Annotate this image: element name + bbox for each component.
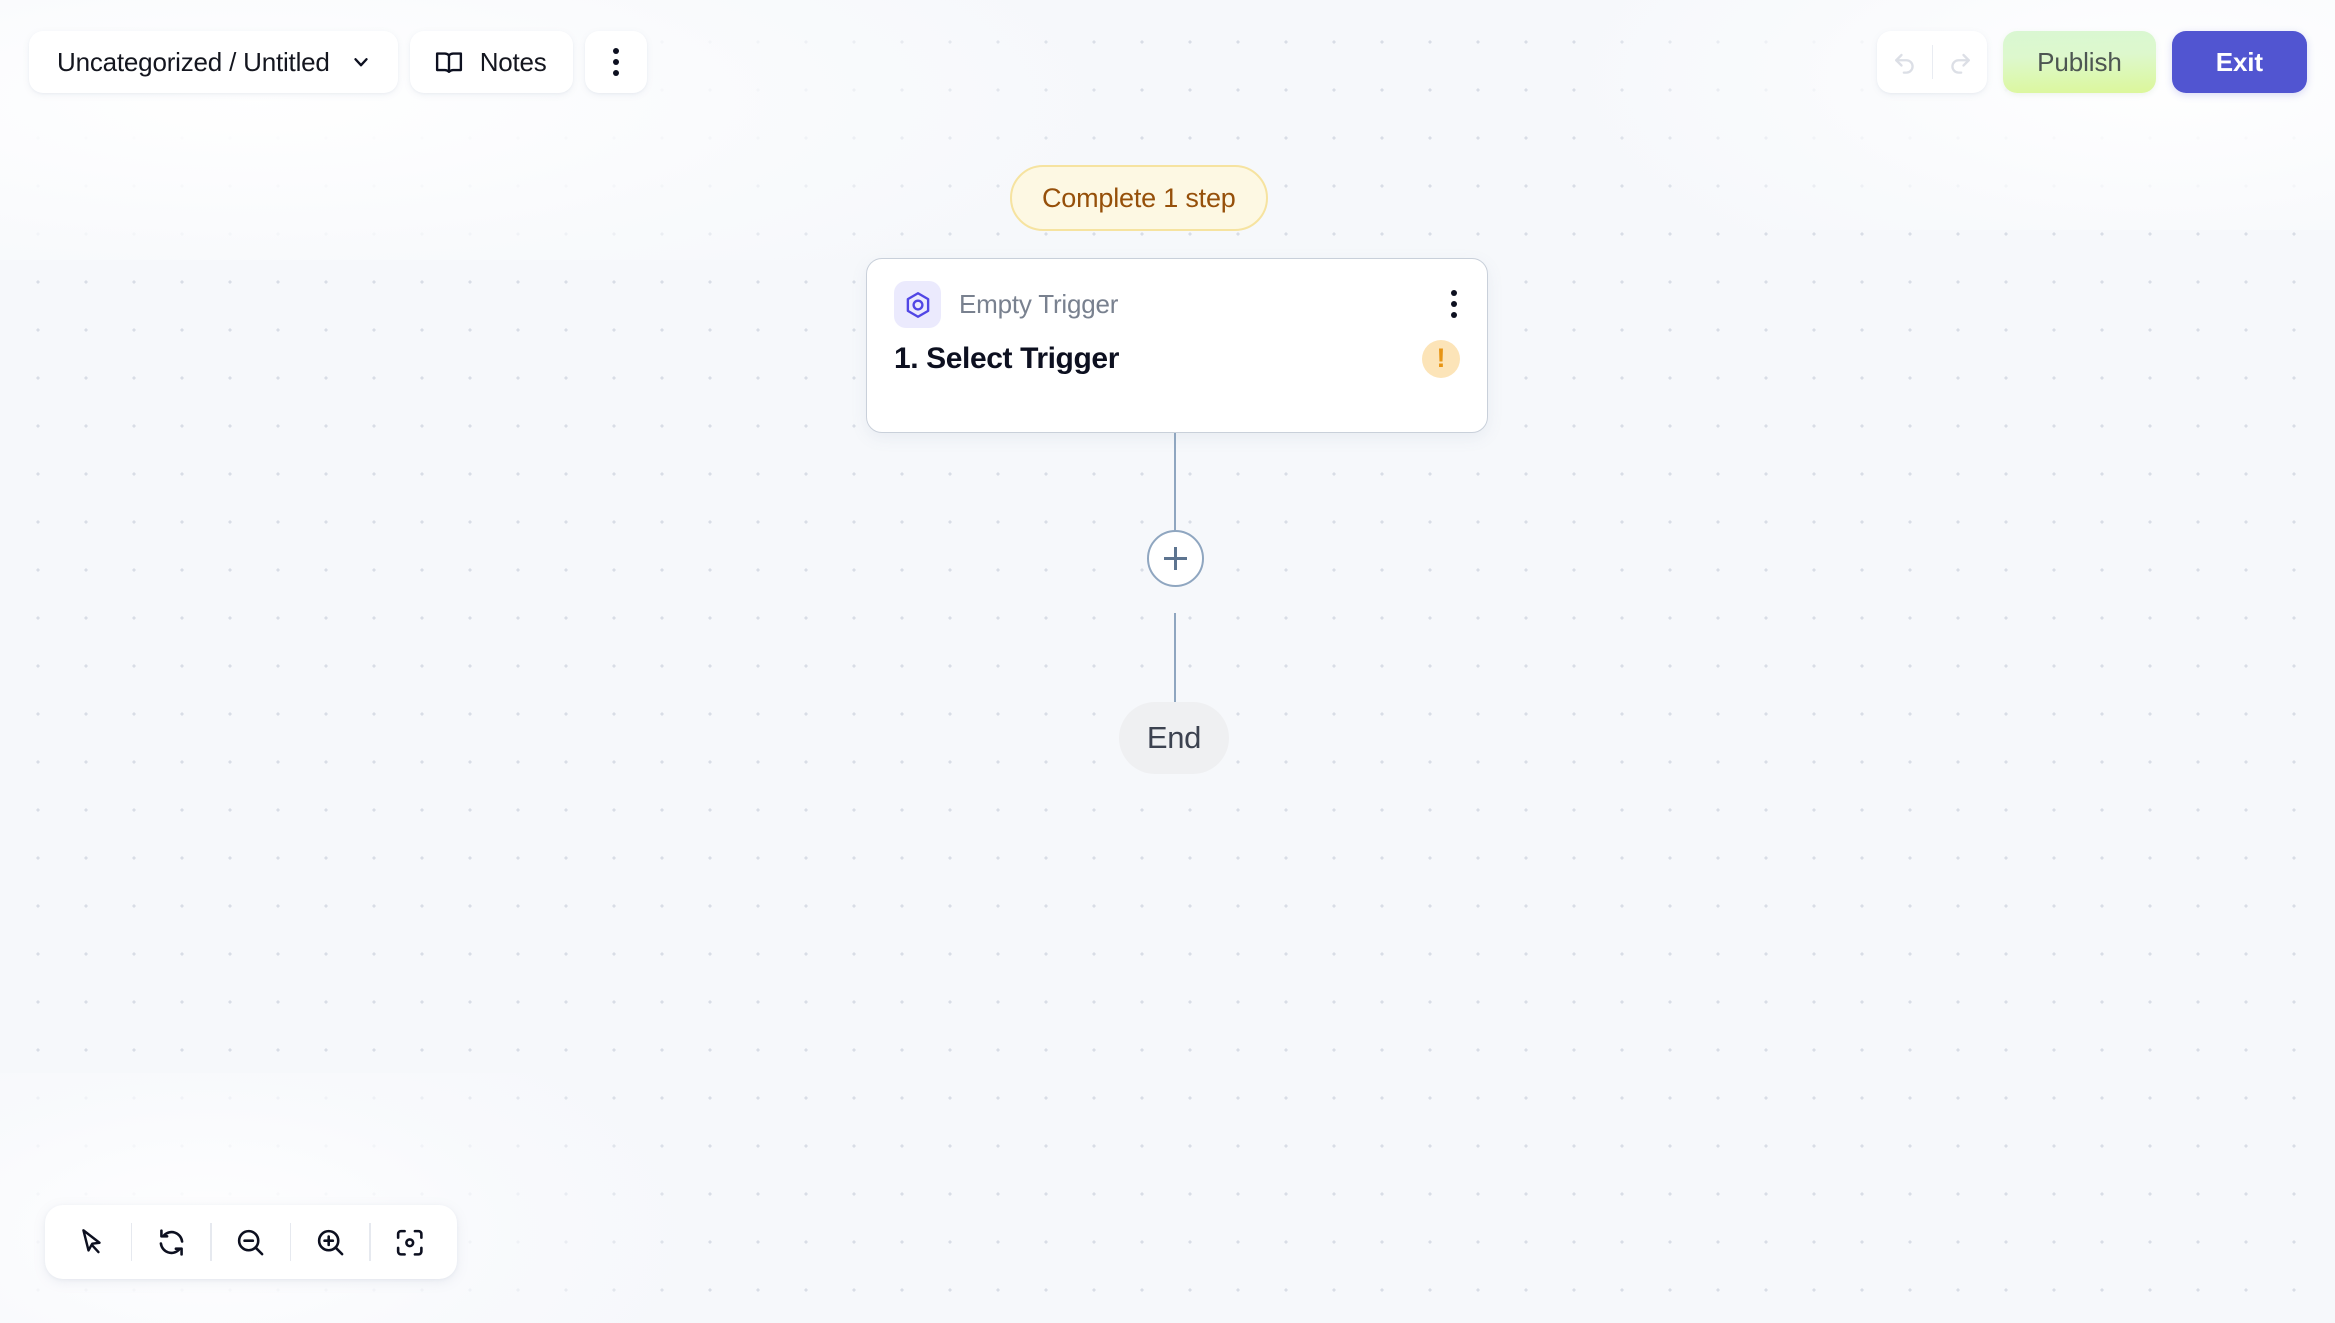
breadcrumb-label: Uncategorized / Untitled bbox=[57, 46, 330, 77]
breadcrumb-dropdown[interactable]: Uncategorized / Untitled bbox=[29, 31, 398, 93]
zoom-out-tool-button[interactable] bbox=[212, 1205, 290, 1279]
publish-button[interactable]: Publish bbox=[2003, 31, 2156, 93]
zoom-out-icon bbox=[235, 1227, 266, 1258]
trigger-node-card[interactable]: Empty Trigger 1. Select Trigger ! bbox=[866, 258, 1488, 433]
redo-arrow-icon bbox=[1946, 48, 1974, 76]
fit-to-screen-icon bbox=[394, 1227, 425, 1258]
header-left-controls: Uncategorized / Untitled Notes bbox=[29, 31, 647, 93]
zoom-in-icon bbox=[315, 1227, 346, 1258]
complete-step-badge[interactable]: Complete 1 step bbox=[1010, 165, 1268, 231]
trigger-node-header: Empty Trigger bbox=[867, 259, 1487, 328]
refresh-icon bbox=[156, 1227, 187, 1258]
canvas-toolbar bbox=[45, 1205, 457, 1279]
history-controls bbox=[1877, 31, 1988, 93]
kebab-menu-icon bbox=[612, 48, 619, 76]
zoom-in-tool-button[interactable] bbox=[291, 1205, 369, 1279]
exit-button[interactable]: Exit bbox=[2171, 31, 2307, 93]
trigger-node-title-row: 1. Select Trigger ! bbox=[867, 328, 1487, 378]
undo-button[interactable] bbox=[1878, 31, 1932, 93]
end-node[interactable]: End bbox=[1119, 702, 1229, 774]
cursor-pointer-icon bbox=[77, 1227, 108, 1258]
add-step-button[interactable] bbox=[1147, 530, 1204, 587]
undo-arrow-icon bbox=[1891, 48, 1919, 76]
edge-trigger-to-add bbox=[1174, 433, 1177, 536]
trigger-node-subtitle: Empty Trigger bbox=[959, 289, 1119, 319]
plus-icon-vertical bbox=[1174, 547, 1177, 570]
fit-view-tool-button[interactable] bbox=[371, 1205, 449, 1279]
edge-add-to-end bbox=[1174, 613, 1177, 718]
notes-label: Notes bbox=[479, 46, 547, 77]
trigger-node-menu-button[interactable] bbox=[1448, 287, 1460, 321]
header-right-controls: Publish Exit bbox=[1877, 31, 2307, 93]
redo-button[interactable] bbox=[1933, 31, 1987, 93]
warning-exclamation-icon[interactable]: ! bbox=[1422, 340, 1460, 378]
hexagon-target-icon bbox=[894, 281, 941, 328]
notes-button[interactable]: Notes bbox=[409, 31, 573, 93]
warning-glyph: ! bbox=[1436, 342, 1446, 373]
reset-tool-button[interactable] bbox=[132, 1205, 210, 1279]
more-options-button[interactable] bbox=[584, 31, 647, 93]
trigger-node-title: 1. Select Trigger bbox=[894, 342, 1119, 375]
book-open-icon bbox=[434, 47, 464, 77]
chevron-down-icon bbox=[350, 51, 372, 73]
select-tool-button[interactable] bbox=[53, 1205, 131, 1279]
